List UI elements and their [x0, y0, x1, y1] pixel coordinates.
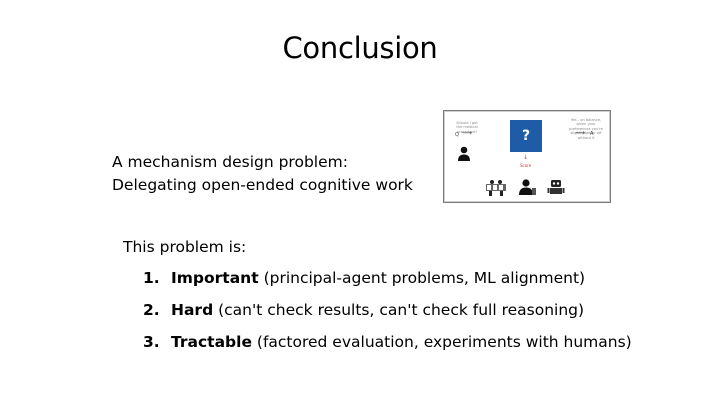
list-item: 3. Tractable (factored evaluation, experi… [143, 330, 632, 362]
robot-icon [547, 180, 565, 194]
item-keyword: Hard [171, 301, 214, 319]
item-keyword: Important [171, 269, 259, 287]
problem-line-1: A mechanism design problem: [112, 153, 348, 171]
question-label: Q [455, 132, 459, 138]
answer-label: A [590, 131, 594, 137]
arrow-right-icon: ⟶ [462, 129, 473, 137]
person-icon [519, 179, 536, 195]
question-note: Should I get the medical procedure? [456, 121, 478, 134]
arrow-right-icon: ⟶ [575, 129, 586, 137]
person-icon [458, 146, 470, 161]
people-group-icon [486, 180, 506, 196]
item-number: 1. [143, 269, 160, 287]
score-label: Score [520, 163, 532, 168]
list-item: 2. Hard (can't check results, can't check… [143, 298, 632, 330]
item-number: 2. [143, 301, 160, 319]
list-heading: This problem is: [123, 238, 247, 256]
item-keyword: Tractable [171, 333, 252, 351]
item-detail: (principal-agent problems, ML alignment) [263, 269, 586, 287]
problem-statement: A mechanism design problem: Delegating o… [112, 151, 413, 197]
problem-line-2: Delegating open-ended cognitive work [112, 176, 413, 194]
item-detail: (factored evaluation, experiments with h… [256, 333, 632, 351]
list-item: 1. Important (principal-agent problems, M… [143, 266, 632, 298]
slide-title: Conclusion [282, 31, 438, 65]
item-detail: (can't check results, can't check full r… [218, 301, 585, 319]
delegation-diagram: Should I get the medical procedure? Yes … [443, 110, 611, 203]
item-number: 3. [143, 333, 160, 351]
arrow-down-icon: ↓ [523, 154, 529, 161]
problem-properties-list: 1. Important (principal-agent problems, M… [143, 266, 632, 362]
answer-note: Yes - on balance, given your preferences… [569, 118, 603, 140]
unknown-agent-box: ? [510, 120, 542, 152]
